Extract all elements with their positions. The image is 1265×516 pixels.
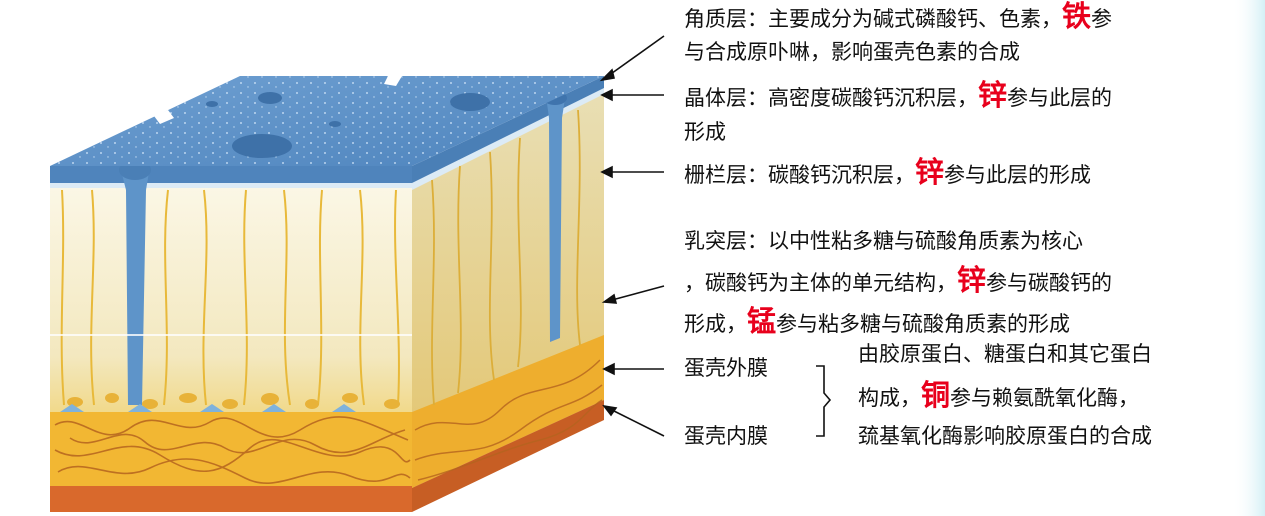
membrane-bracket bbox=[816, 365, 832, 437]
mammillary-label-line1: 乳突层：以中性粘多糖与硫酸角质素为核心 bbox=[684, 229, 1083, 253]
side-face bbox=[412, 76, 604, 512]
crystal-label-line2: 形成 bbox=[684, 120, 726, 144]
membrane-desc-line2: 构成，铜参与赖氨酰氧化酶， bbox=[858, 378, 1140, 412]
zinc-element: 锌 bbox=[915, 155, 945, 189]
cuticle-label-line2: 与合成原卟啉，影响蛋壳色素的合成 bbox=[684, 40, 1020, 64]
crystal-label-line1: 晶体层：高密度碳酸钙沉积层，锌参与此层的 bbox=[684, 78, 1113, 112]
outer-membrane-label: 蛋壳外膜 bbox=[684, 356, 768, 380]
zinc-element: 锌 bbox=[978, 78, 1008, 112]
mammillary-label-line3: 形成，锰参与粘多糖与硫酸角质素的形成 bbox=[684, 304, 1071, 338]
mammillary-label-line2: ，碳酸钙为主体的单元结构，锌参与碳酸钙的 bbox=[684, 263, 1113, 297]
copper-element: 铜 bbox=[921, 378, 951, 412]
top-face bbox=[50, 76, 604, 166]
cuticle-label-line1: 角质层：主要成分为碱式磷酸钙、色素，铁参 bbox=[684, 0, 1113, 33]
inner-membrane-label: 蛋壳内膜 bbox=[684, 424, 768, 448]
iron-element: 铁 bbox=[1062, 0, 1092, 33]
membrane-desc-line1: 由胶原蛋白、糖蛋白和其它蛋白 bbox=[858, 342, 1152, 366]
palisade-label: 栅栏层：碳酸钙沉积层，锌参与此层的形成 bbox=[684, 155, 1092, 189]
manganese-element: 锰 bbox=[747, 304, 777, 338]
leader-arrows bbox=[599, 35, 665, 437]
zinc-element: 锌 bbox=[957, 263, 987, 297]
front-face bbox=[50, 160, 412, 512]
background-glow bbox=[1100, 0, 1265, 516]
membrane-desc-line3: 巯基氧化酶影响胶原蛋白的合成 bbox=[858, 424, 1152, 448]
